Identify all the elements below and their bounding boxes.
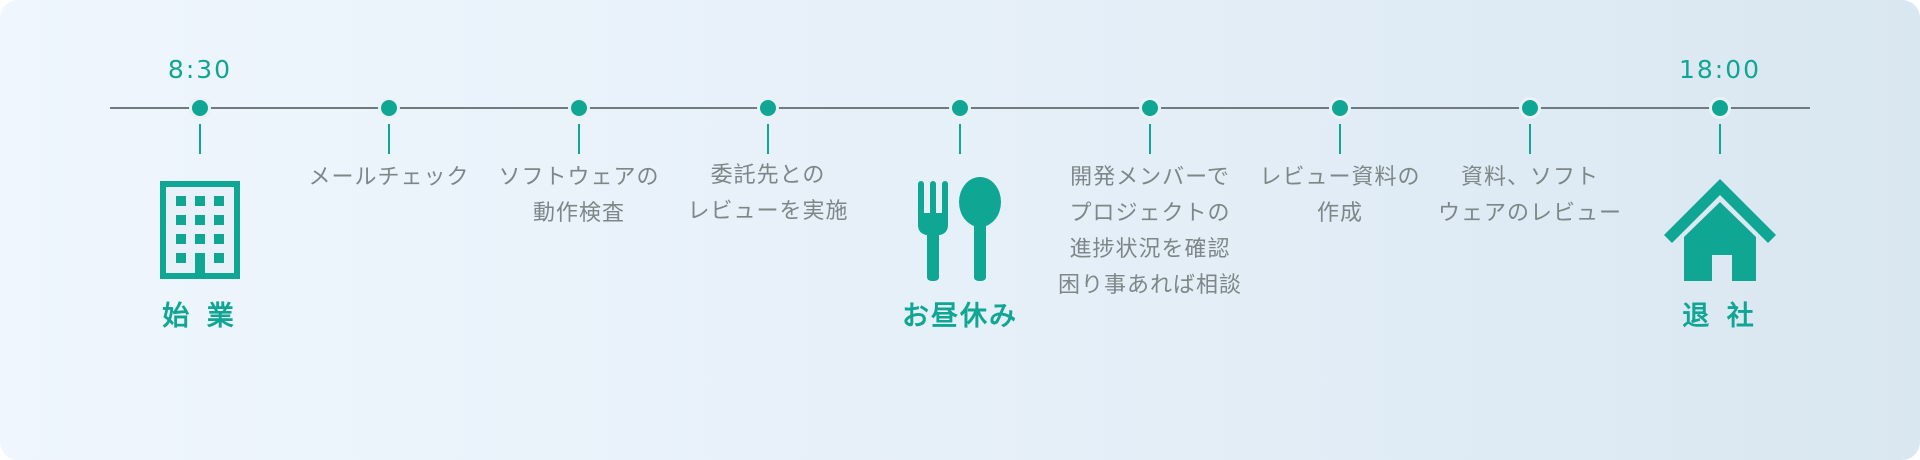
- house-icon: [1664, 179, 1776, 281]
- timeline-stem: [959, 124, 961, 154]
- timeline-dot: [378, 97, 400, 119]
- fork-spoon-icon: [918, 177, 1001, 281]
- timeline-stem: [1149, 124, 1151, 154]
- task-text: メールチェック: [308, 165, 470, 190]
- task-text: 資料、ソフト ウェアのレビュー: [1437, 165, 1622, 226]
- timeline-dot: [1329, 97, 1351, 119]
- office-building-icon: [160, 181, 240, 279]
- end-time: 18:00: [1678, 55, 1762, 84]
- timeline-dot: [568, 97, 590, 119]
- timeline-stem: [1719, 124, 1721, 154]
- timeline-stem: [199, 124, 201, 154]
- timeline-stem: [1339, 124, 1341, 154]
- timeline-dot: [189, 97, 211, 119]
- timeline-stem: [1529, 124, 1531, 154]
- task-text: 委託先との レビューを実施: [687, 163, 849, 224]
- timeline-stem: [767, 124, 769, 154]
- timeline-dot: [949, 97, 971, 119]
- start-time: 8:30: [167, 55, 233, 84]
- end-label: 退 社: [1682, 301, 1758, 332]
- task-text: レビュー資料の 作成: [1259, 165, 1421, 226]
- start-label: 始 業: [162, 301, 238, 332]
- timeline-dot: [1519, 97, 1541, 119]
- lunch-label: お昼休み: [902, 301, 1018, 332]
- timeline-dot: [1709, 97, 1731, 119]
- timeline-dot: [757, 97, 779, 119]
- timeline-stem: [578, 124, 580, 154]
- task-text: 開発メンバーで プロジェクトの 進捗状況を確認 困り事あれば相談: [1057, 165, 1242, 298]
- timeline-stem: [388, 124, 390, 154]
- task-text: ソフトウェアの 動作検査: [498, 165, 660, 226]
- timeline-dot: [1139, 97, 1161, 119]
